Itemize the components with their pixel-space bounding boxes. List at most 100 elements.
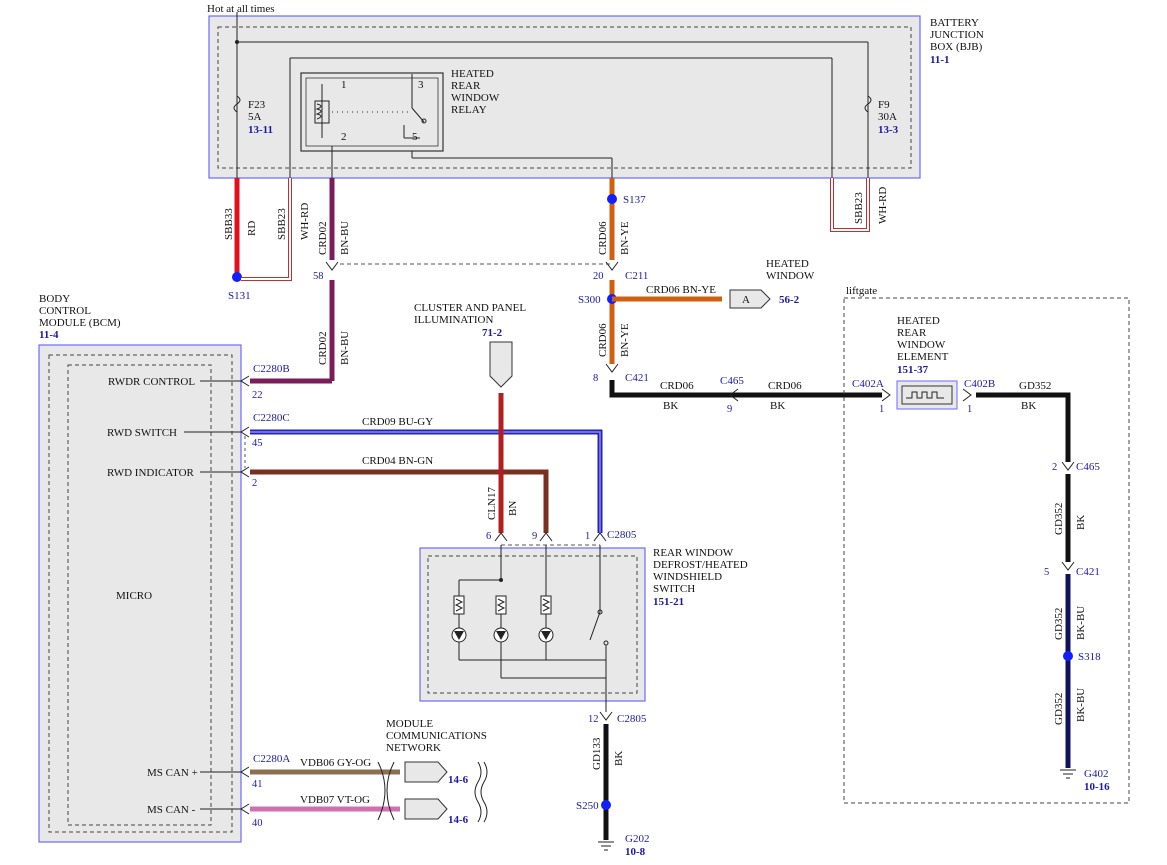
pin-41: 41 <box>252 779 263 790</box>
liftgate-label: liftgate <box>846 285 877 297</box>
mcn-flag-1 <box>404 761 448 783</box>
switch-name-1: REAR WINDOW <box>653 547 734 559</box>
wire-crd06-top-label: CRD06 <box>597 221 609 255</box>
bjb-name-2: JUNCTION <box>930 29 984 41</box>
pin-5-c421: 5 <box>1044 567 1049 578</box>
body-control-module: BODY CONTROL MODULE (BCM) 11-4 RWDR CONT… <box>38 293 242 843</box>
heated-window-ref: 56-2 <box>779 294 800 306</box>
fuse-f9-rating: 30A <box>878 111 897 123</box>
wire-bnye-mid-label: BN-YE <box>619 323 631 357</box>
splice-s250 <box>601 800 611 810</box>
bcm-micro-label: MICRO <box>116 590 152 602</box>
wire-crd06-bnye-label: CRD06 BN-YE <box>646 284 716 296</box>
wire-bkbu-label-1: BK-BU <box>1075 606 1087 640</box>
heated-window-name-1: HEATED <box>766 258 809 270</box>
wire-sbb33-label: SBB33 <box>223 208 235 240</box>
mcn-name-3: NETWORK <box>386 742 441 754</box>
pin-58: 58 <box>313 271 324 282</box>
connector-c2280c: C2280C <box>253 412 290 424</box>
mcn-ref-1: 14-6 <box>448 774 469 786</box>
connector-c421: C421 <box>625 372 649 384</box>
element-name-1: HEATED <box>897 315 940 327</box>
heated-rear-window-element: HEATED REAR WINDOW ELEMENT 151-37 <box>896 315 958 410</box>
heated-window-flag <box>729 289 771 309</box>
connector-c402a: C402A <box>852 378 884 390</box>
relay-pin-1: 1 <box>341 79 347 91</box>
mcn-ref-2: 14-6 <box>448 814 469 826</box>
switch-ref: 151-21 <box>653 596 684 608</box>
wire-crd06-bk-label-1: CRD06 <box>660 380 694 392</box>
heated-window-name-2: WINDOW <box>766 270 815 282</box>
bjb-name-1: BATTERY <box>930 17 979 29</box>
bcm-ref: 11-4 <box>39 329 59 341</box>
connector-c465-right: C465 <box>1076 461 1100 473</box>
wire-bk-label-1: BK <box>663 400 678 412</box>
wire-crd02-bottom-label: CRD02 <box>317 331 329 365</box>
pin-12: 12 <box>588 714 599 725</box>
splice-s137 <box>607 194 617 204</box>
connector-c402b: C402B <box>964 378 995 390</box>
connector-c421-right: C421 <box>1076 566 1100 578</box>
wire-crd06-mid-label: CRD06 <box>597 323 609 357</box>
liftgate-boundary <box>843 297 1130 804</box>
led-indicators <box>451 580 554 678</box>
splice-s137-label: S137 <box>623 194 646 206</box>
relay-pin-5: 5 <box>412 131 418 143</box>
connector-c211: C211 <box>625 270 648 282</box>
wire-gd352-label-1: GD352 <box>1019 380 1051 392</box>
wire-crd06-bk-label-2: CRD06 <box>768 380 802 392</box>
element-name-3: WINDOW <box>897 339 946 351</box>
bcm-input-ms-can-plus: MS CAN + <box>147 767 198 779</box>
bcm-name-2: CONTROL <box>39 305 91 317</box>
ground-g202-label: G202 <box>625 833 649 845</box>
wire-crd02-top-label: CRD02 <box>317 221 329 255</box>
wire-vdb07-label: VDB07 VT-OG <box>300 794 370 806</box>
wire-sbb23-left-label: SBB23 <box>276 208 288 240</box>
fuse-f23-ref: 13-11 <box>248 124 273 136</box>
wire-bk-label-3: BK <box>1021 400 1036 412</box>
heated-window-flag-label: A <box>742 294 750 306</box>
relay-name-3: WINDOW <box>451 92 500 104</box>
wire-whrd-left-label: WH-RD <box>299 203 311 240</box>
connector-c2805-bottom: C2805 <box>617 713 647 725</box>
element-ref: 151-37 <box>897 364 929 376</box>
pin-40: 40 <box>252 818 263 829</box>
wire-gd352-label-2: GD352 <box>1053 503 1065 535</box>
wire-vdb06-label: VDB06 GY-OG <box>300 757 371 769</box>
splice-s131 <box>232 272 242 282</box>
break-symbol-icon <box>474 761 482 823</box>
fuse-f9-symbol <box>864 95 872 113</box>
pin-9-c2805: 9 <box>532 531 537 542</box>
wire-gd352-label-4: GD352 <box>1053 693 1065 725</box>
ground-g202-ref: 10-8 <box>625 846 646 858</box>
wire-bn-label: BN <box>507 501 519 516</box>
wire-gd352-label-3: GD352 <box>1053 608 1065 640</box>
wire-sbb23-right-label: SBB23 <box>853 192 865 224</box>
mcn-flag-2 <box>404 798 448 820</box>
cluster-ref: 71-2 <box>482 327 503 339</box>
wire-bnbu-top-label: BN-BU <box>339 221 351 255</box>
wire-crd04-label: CRD04 BN-GN <box>362 455 433 467</box>
relay-name-4: RELAY <box>451 104 487 116</box>
battery-junction-box: Hot at all times BATTERY JUNCTION BOX (B… <box>207 3 984 179</box>
ground-g202-icon <box>598 841 614 851</box>
fuse-f23-rating: 5A <box>248 111 262 123</box>
wire-bk-label-2: BK <box>770 400 785 412</box>
wire-whrd-right-label: WH-RD <box>877 187 889 224</box>
wire-gd352-bk-top <box>976 392 1071 462</box>
wire-cln17-label: CLN17 <box>486 487 498 521</box>
twisted-pair-icon <box>377 761 395 821</box>
wire-crd09-label: CRD09 BU-GY <box>362 416 433 428</box>
connector-c465-top: C465 <box>720 375 744 387</box>
connector-c2805-top: C2805 <box>607 529 637 541</box>
ground-g402-label: G402 <box>1084 768 1108 780</box>
wire-bnye-top-label: BN-YE <box>619 221 631 255</box>
pin-1-c2805: 1 <box>585 531 590 542</box>
pin-2-bcm: 2 <box>252 478 257 489</box>
wire-bk-label-5: BK <box>613 751 625 766</box>
cluster-name-2: ILLUMINATION <box>414 314 493 326</box>
splice-s318-label: S318 <box>1078 651 1101 663</box>
pin-1-c402b: 1 <box>967 404 972 415</box>
ground-g402-icon <box>1060 769 1076 779</box>
